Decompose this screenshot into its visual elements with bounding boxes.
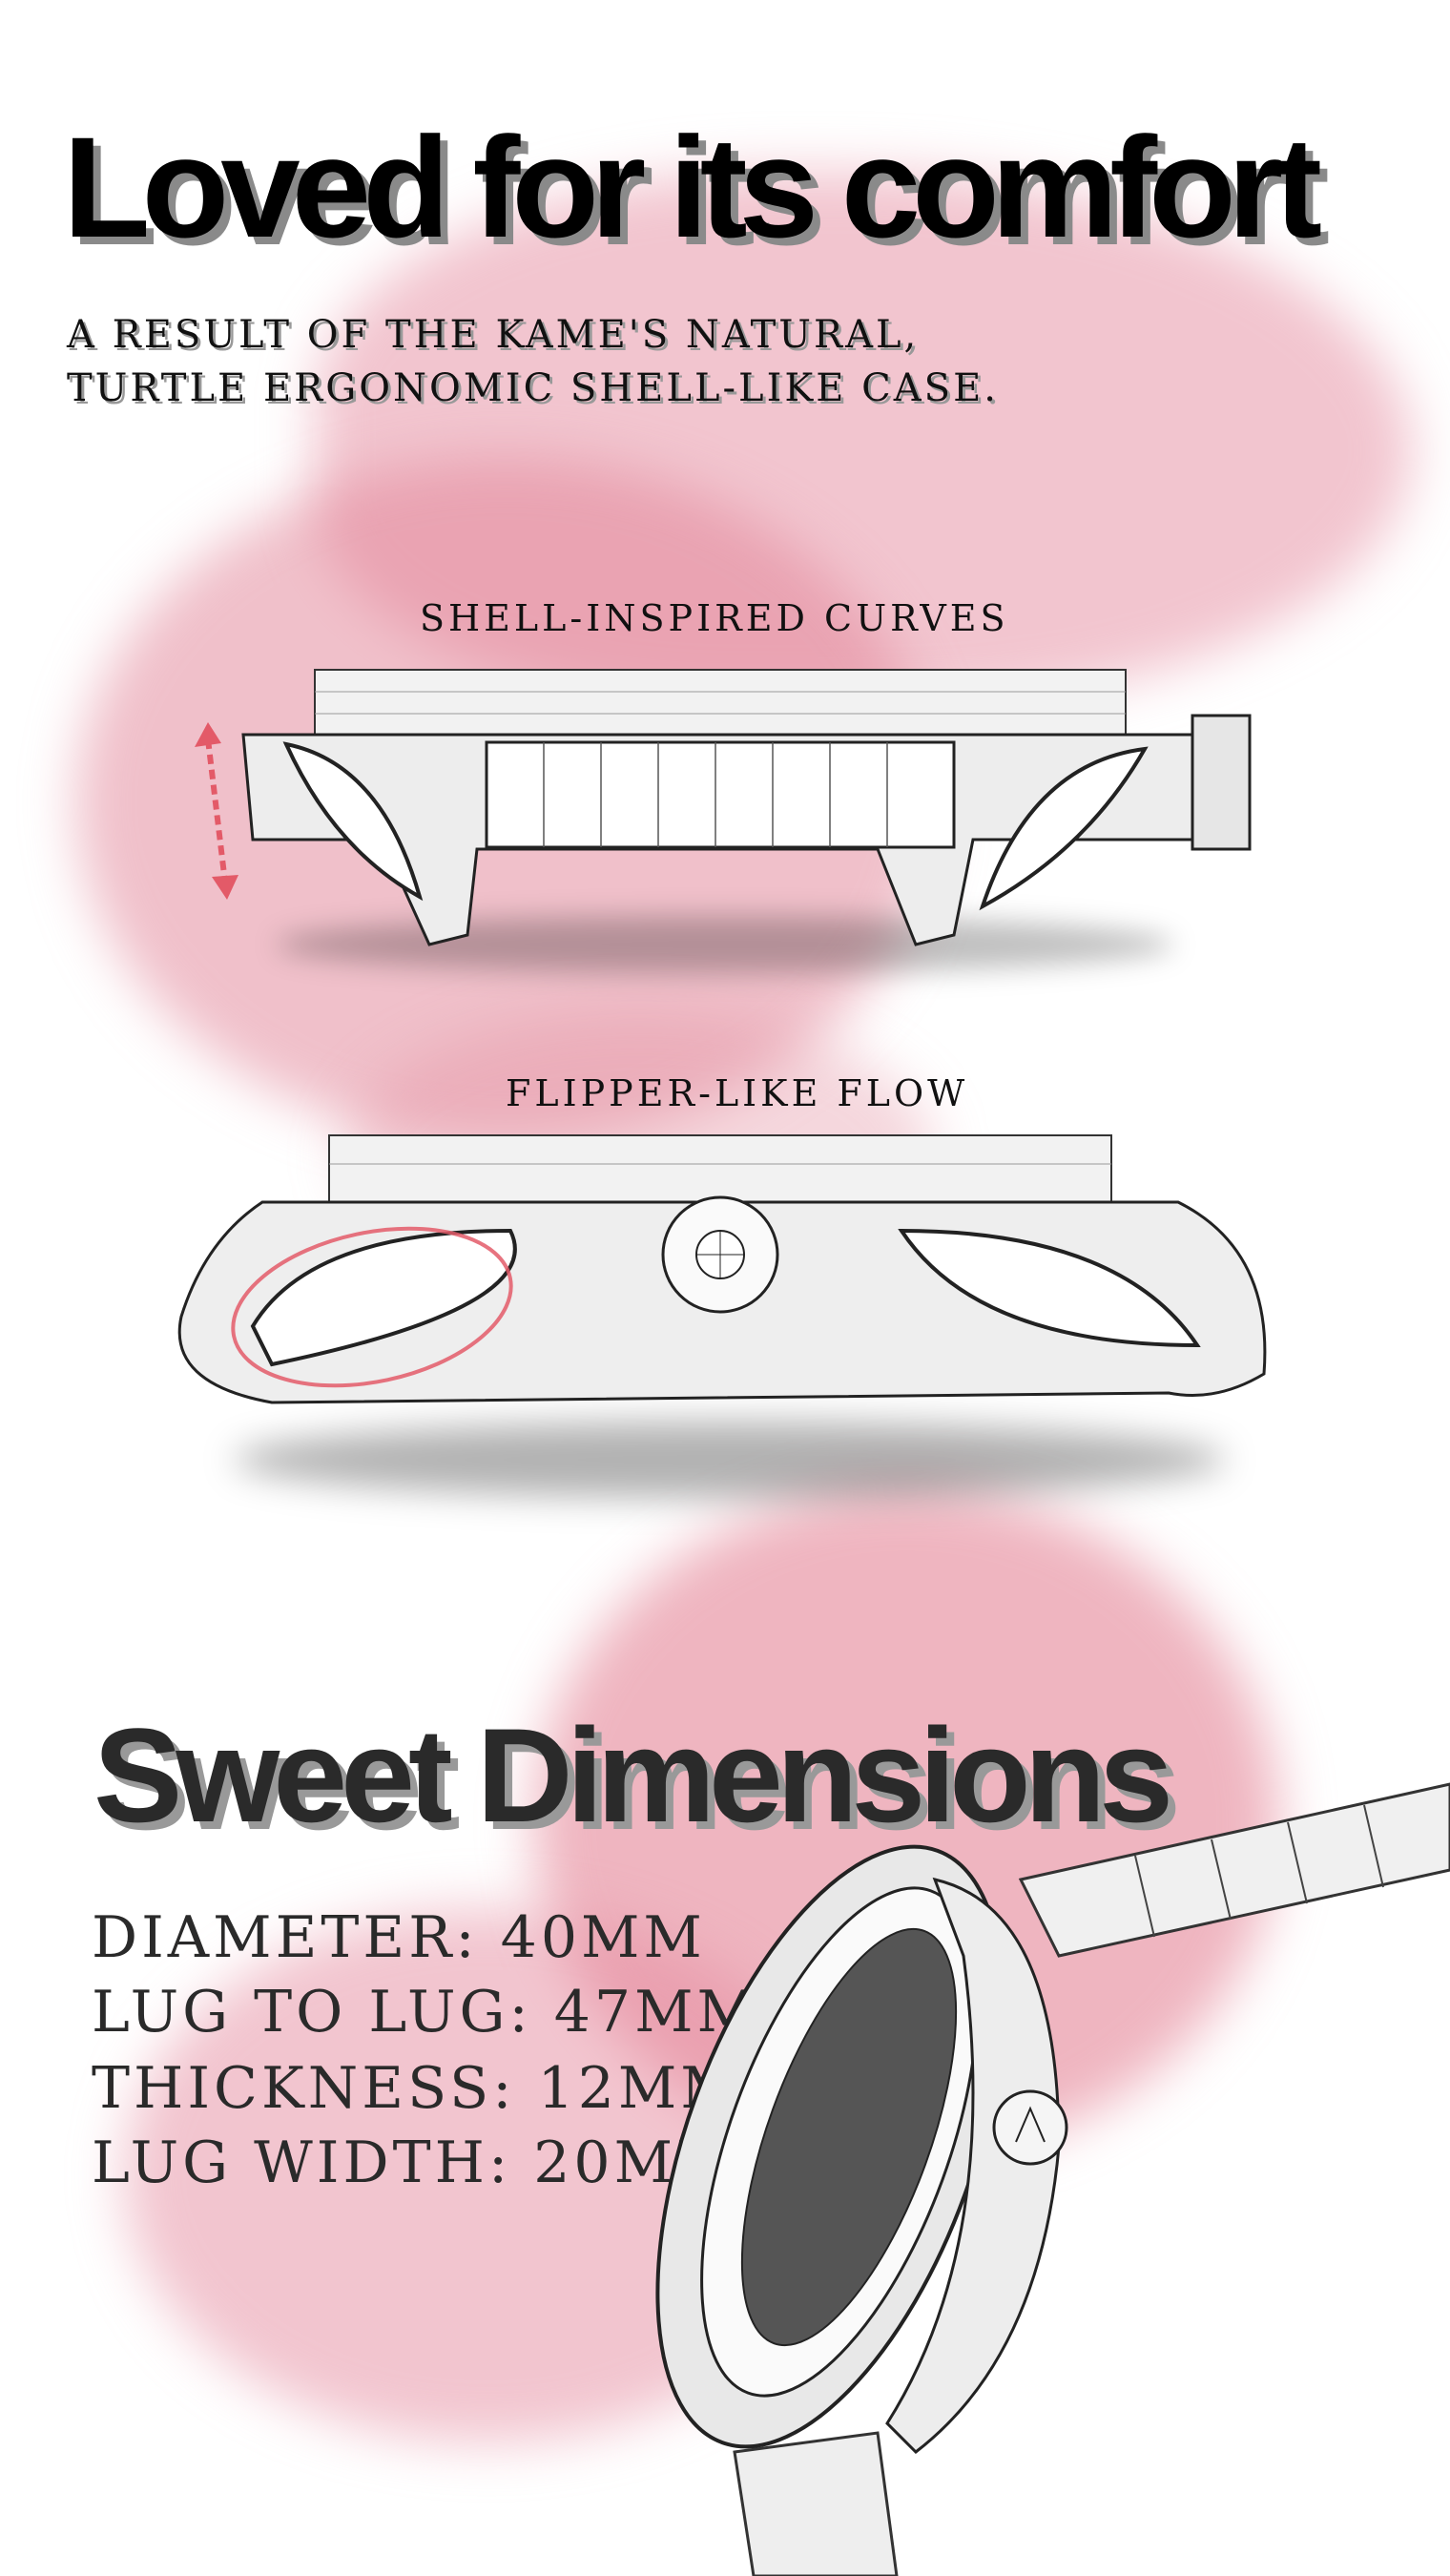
headline: Loved for its comfort: [63, 107, 1322, 267]
subtitle-line-1: A RESULT OF THE KAME'S NATURAL,: [67, 313, 920, 357]
label-shell-inspired-curves: SHELL-INSPIRED CURVES: [420, 597, 1009, 639]
label-flipper-like-flow: FLIPPER-LIKE FLOW: [506, 1072, 969, 1114]
watch-case-top-view: [241, 669, 1252, 973]
subtitle-line-2: TURTLE ERGONOMIC SHELL-LIKE CASE.: [67, 366, 999, 410]
watch-case-side-view: [177, 1134, 1267, 1498]
spec-thickness: THICKNESS: 12MM: [92, 2055, 743, 2122]
spec-diameter: DIAMETER: 40MM: [92, 1904, 706, 1971]
section-title: Sweet Dimensions: [93, 1700, 1173, 1850]
spec-lug-to-lug: LUG TO LUG: 47MM: [92, 1979, 759, 2046]
double-arrow-icon: [195, 722, 238, 900]
watch-angled-view: [655, 1782, 1450, 2576]
spec-lug-width: LUG WIDTH: 20MM: [92, 2129, 739, 2196]
